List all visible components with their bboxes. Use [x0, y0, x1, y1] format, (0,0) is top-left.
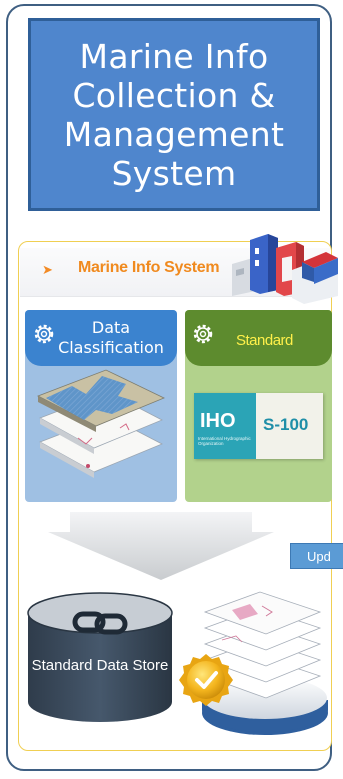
iho-logo-block — [194, 393, 256, 459]
standard-label: Standard — [236, 332, 293, 349]
title-box: Marine Info Collection & Management Syst… — [28, 18, 320, 211]
data-classification-label: Data Classification — [58, 318, 164, 357]
system-header-label: Marine Info System — [78, 259, 220, 276]
iho-logo-text: IHO — [200, 410, 236, 432]
standard-code: S-100 — [263, 415, 309, 434]
store-label: Standard Data Store — [31, 657, 169, 674]
update-button[interactable]: Upd — [290, 543, 343, 569]
iho-full-name: International Hydrographic Organization — [198, 436, 251, 446]
header-arrow-icon: ➤ — [42, 262, 53, 277]
page-title: Marine Info Collection & Management Syst… — [63, 36, 285, 193]
